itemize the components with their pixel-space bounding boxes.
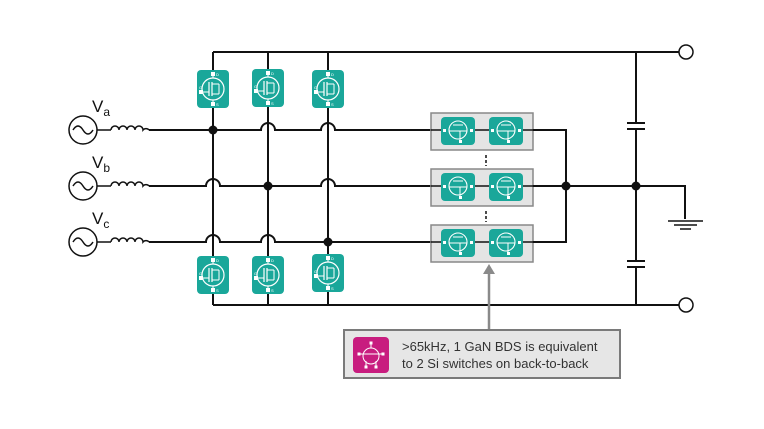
gan-bds-icon xyxy=(353,337,389,373)
inductor-b xyxy=(110,181,150,188)
si-mosfet-upper-c xyxy=(311,69,345,109)
si-mosfet-lower-b xyxy=(251,255,285,295)
positive-output-terminal xyxy=(678,44,694,60)
callout-line-1: >65kHz, 1 GaN BDS is equivalent xyxy=(402,339,598,354)
si-mosfet-lower-c xyxy=(311,253,345,293)
inductor-c xyxy=(110,237,150,244)
inductor-a xyxy=(110,125,150,132)
source-label-c: Vc xyxy=(92,209,109,231)
source-label-b: Vb xyxy=(92,153,110,175)
ac-source-b xyxy=(68,171,111,201)
callout-line-2: to 2 Si switches on back-to-back xyxy=(402,356,589,371)
midpoint-bus xyxy=(533,129,686,243)
bds-switch-c xyxy=(430,224,534,263)
si-mosfet-upper-b xyxy=(251,68,285,108)
bds-switch-b xyxy=(430,168,534,207)
source-label-a: Va xyxy=(92,97,110,119)
ac-source-c xyxy=(68,227,111,257)
phase-lines xyxy=(149,122,438,243)
negative-output-terminal xyxy=(678,297,694,313)
si-mosfet-upper-a xyxy=(196,69,230,109)
si-mosfet-lower-a xyxy=(196,255,230,295)
junction-dots xyxy=(208,125,641,247)
callout-text: >65kHz, 1 GaN BDS is equivalent to 2 Si … xyxy=(402,338,597,372)
ground-icon xyxy=(668,220,703,230)
ac-source-a xyxy=(68,115,111,145)
gan-bds-callout: >65kHz, 1 GaN BDS is equivalent to 2 Si … xyxy=(343,329,621,379)
callout-arrow xyxy=(483,264,495,330)
dc-link-capacitors xyxy=(627,52,645,305)
bds-switch-a xyxy=(430,112,534,151)
